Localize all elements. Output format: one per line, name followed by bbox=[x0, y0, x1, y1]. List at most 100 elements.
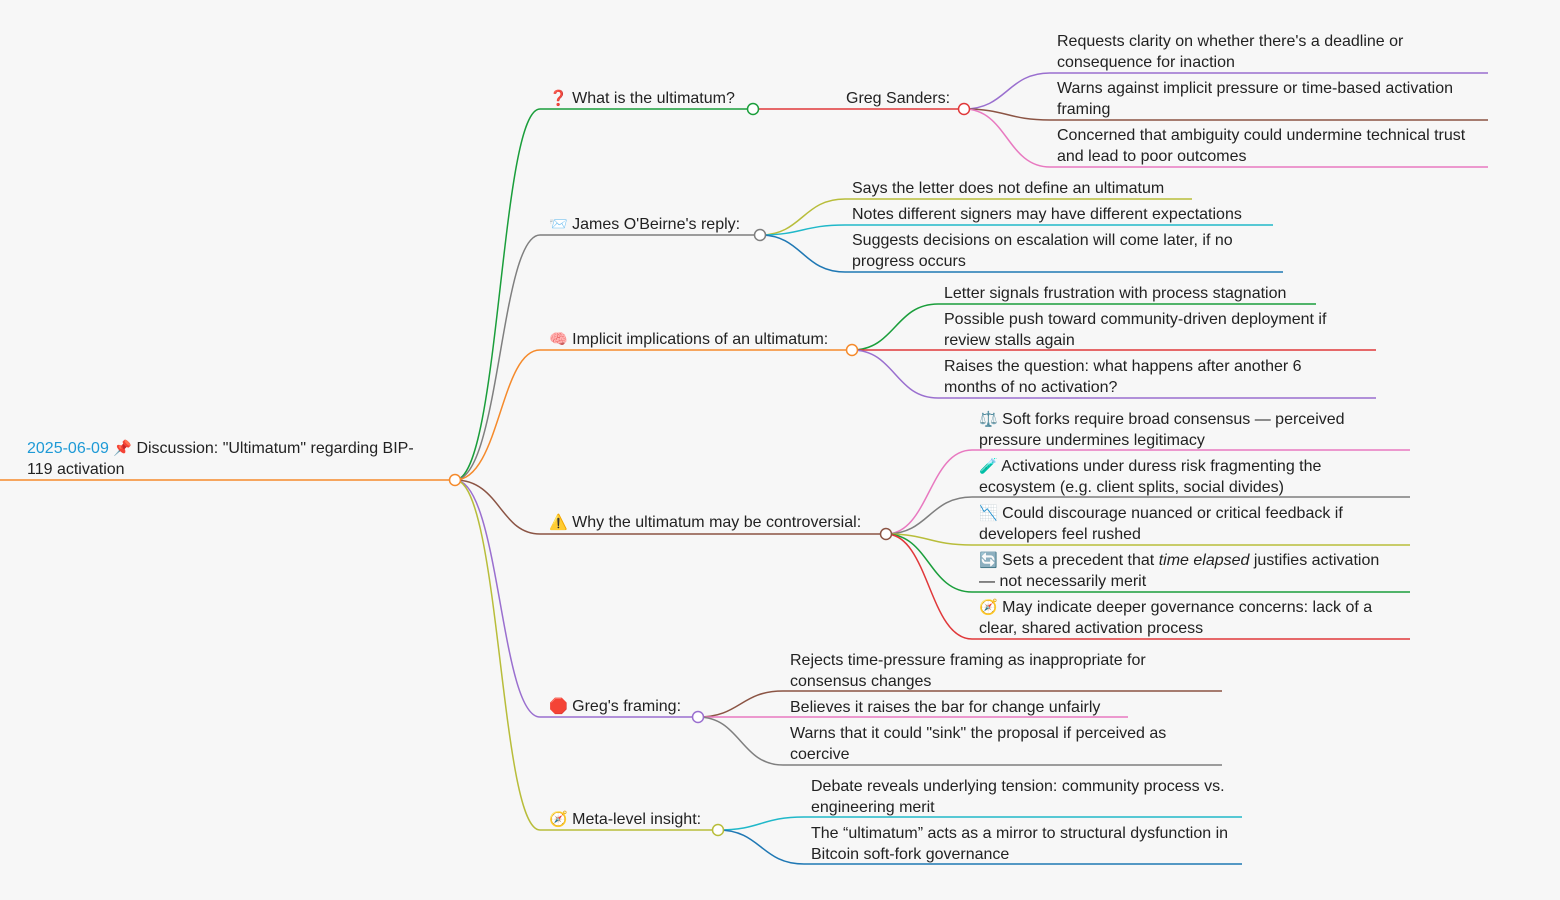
branch-why-controversial[interactable]: ⚠️ Why the ultimatum may be controversia… bbox=[549, 512, 861, 533]
leaf-link-controversial-4 bbox=[885, 533, 1410, 593]
leaf-link-controversial-5 bbox=[885, 533, 1410, 640]
test-tube-icon: 🧪 bbox=[979, 457, 998, 475]
branch-link-framing bbox=[454, 479, 698, 718]
leaf-james-2[interactable]: Notes different signers may have differe… bbox=[852, 204, 1272, 225]
sub-label: Greg Sanders: bbox=[846, 90, 951, 107]
leaf-text: Could discourage nuanced or critical fee… bbox=[979, 505, 1343, 543]
leaf-text: Concerned that ambiguity could undermine… bbox=[1057, 127, 1466, 165]
branch-label: Implicit implications of an ultimatum: bbox=[572, 331, 829, 348]
branch-label: Greg's framing: bbox=[572, 698, 682, 715]
leaf-text: Possible push toward community-driven de… bbox=[944, 311, 1327, 349]
leaf-meta-1[interactable]: Debate reveals underlying tension: commu… bbox=[811, 776, 1231, 818]
leaf-text-before: Sets a precedent that bbox=[1002, 552, 1159, 569]
leaf-link-greg-3 bbox=[963, 108, 1488, 168]
branch-toggle-what-is[interactable] bbox=[746, 102, 760, 116]
branch-link-controversial bbox=[454, 479, 886, 535]
leaf-text: Letter signals frustration with process … bbox=[944, 285, 1287, 302]
leaf-meta-2[interactable]: The “ultimatum” acts as a mirror to stru… bbox=[811, 823, 1236, 865]
compass-icon: 🧭 bbox=[979, 598, 998, 616]
sub-greg-sanders[interactable]: Greg Sanders: bbox=[846, 88, 950, 109]
root-toggle[interactable] bbox=[448, 473, 462, 487]
leaf-link-meta-2 bbox=[717, 829, 1242, 865]
leaf-text: Warns against implicit pressure or time-… bbox=[1057, 80, 1454, 118]
leaf-james-1[interactable]: Says the letter does not define an ultim… bbox=[852, 178, 1272, 199]
scales-icon: ⚖️ bbox=[979, 410, 998, 428]
leaf-text: Requests clarity on whether there's a de… bbox=[1057, 33, 1404, 71]
leaf-link-james-3 bbox=[759, 234, 1283, 273]
branch-james-reply[interactable]: 📨 James O'Beirne's reply: bbox=[549, 214, 740, 235]
leaf-link-controversial-2 bbox=[885, 496, 1410, 535]
leaf-link-greg-2 bbox=[963, 108, 1488, 121]
stop-sign-icon: 🛑 bbox=[549, 697, 568, 715]
leaf-link-james-1 bbox=[759, 198, 1192, 236]
leaf-implicit-3[interactable]: Raises the question: what happens after … bbox=[944, 356, 1344, 398]
branch-toggle-meta[interactable] bbox=[711, 823, 725, 837]
leaf-text-emphasis: time elapsed bbox=[1158, 552, 1250, 569]
leaf-text: Says the letter does not define an ultim… bbox=[852, 180, 1165, 197]
leaf-text: Notes different signers may have differe… bbox=[852, 206, 1242, 223]
branch-toggle-james[interactable] bbox=[753, 228, 767, 242]
leaf-framing-3[interactable]: Warns that it could "sink" the proposal … bbox=[790, 723, 1200, 765]
branch-implicit-implications[interactable]: 🧠 Implicit implications of an ultimatum: bbox=[549, 329, 828, 350]
leaf-james-3[interactable]: Suggests decisions on escalation will co… bbox=[852, 230, 1267, 272]
leaf-link-controversial-1 bbox=[885, 449, 1410, 535]
leaf-link-controversial-3 bbox=[885, 533, 1410, 546]
pin-icon: 📌 bbox=[113, 439, 132, 457]
branch-greg-framing[interactable]: 🛑 Greg's framing: bbox=[549, 696, 681, 717]
compass-icon: 🧭 bbox=[549, 810, 568, 828]
brain-icon: 🧠 bbox=[549, 330, 568, 348]
leaf-text: The “ultimatum” acts as a mirror to stru… bbox=[811, 825, 1229, 863]
leaf-controversial-1[interactable]: ⚖️ Soft forks require broad consensus — … bbox=[979, 409, 1399, 451]
branch-what-is-ultimatum[interactable]: ❓ What is the ultimatum? bbox=[549, 88, 735, 109]
leaf-controversial-4[interactable]: 🔄 Sets a precedent that time elapsed jus… bbox=[979, 550, 1399, 592]
root-label-line2: 119 activation bbox=[27, 461, 125, 478]
leaf-text: Warns that it could "sink" the proposal … bbox=[790, 725, 1167, 763]
leaf-link-framing-3 bbox=[697, 716, 1222, 766]
branch-link-what-is bbox=[454, 108, 753, 481]
leaf-text: Soft forks require broad consensus — per… bbox=[979, 411, 1345, 449]
leaf-greg-1[interactable]: Requests clarity on whether there's a de… bbox=[1057, 31, 1477, 73]
root-date: 2025-06-09 bbox=[27, 440, 109, 457]
branch-label: Why the ultimatum may be controversial: bbox=[572, 514, 862, 531]
envelope-icon: 📨 bbox=[549, 215, 568, 233]
leaf-framing-2[interactable]: Believes it raises the bar for change un… bbox=[790, 697, 1210, 718]
leaf-text: Activations under duress risk fragmentin… bbox=[979, 458, 1322, 496]
branch-label: Meta-level insight: bbox=[572, 811, 702, 828]
chart-down-icon: 📉 bbox=[979, 504, 998, 522]
leaf-implicit-1[interactable]: Letter signals frustration with process … bbox=[944, 283, 1364, 304]
branch-link-james bbox=[454, 234, 760, 481]
branch-label: James O'Beirne's reply: bbox=[572, 216, 741, 233]
branch-toggle-controversial[interactable] bbox=[879, 527, 893, 541]
leaf-controversial-5[interactable]: 🧭 May indicate deeper governance concern… bbox=[979, 597, 1404, 639]
warning-icon: ⚠️ bbox=[549, 513, 568, 531]
branch-link-meta bbox=[454, 479, 718, 831]
branch-label: What is the ultimatum? bbox=[572, 90, 735, 107]
leaf-text: Raises the question: what happens after … bbox=[944, 358, 1302, 396]
question-icon: ❓ bbox=[549, 89, 568, 107]
leaf-link-implicit-3 bbox=[851, 349, 1376, 399]
branch-meta-insight[interactable]: 🧭 Meta-level insight: bbox=[549, 809, 701, 830]
leaf-text: Suggests decisions on escalation will co… bbox=[852, 232, 1233, 270]
leaf-greg-3[interactable]: Concerned that ambiguity could undermine… bbox=[1057, 125, 1477, 167]
branch-link-implicit bbox=[454, 349, 852, 481]
leaf-link-framing-1 bbox=[697, 690, 1222, 718]
leaf-text: Debate reveals underlying tension: commu… bbox=[811, 778, 1225, 816]
refresh-icon: 🔄 bbox=[979, 551, 998, 569]
root-node[interactable]: 2025-06-09 📌 Discussion: "Ultimatum" reg… bbox=[27, 438, 447, 480]
leaf-controversial-3[interactable]: 📉 Could discourage nuanced or critical f… bbox=[979, 503, 1399, 545]
root-label-line1: Discussion: "Ultimatum" regarding BIP- bbox=[136, 440, 414, 457]
leaf-controversial-2[interactable]: 🧪 Activations under duress risk fragment… bbox=[979, 456, 1399, 498]
leaf-link-meta-1 bbox=[717, 816, 1242, 831]
leaf-text: May indicate deeper governance concerns:… bbox=[979, 599, 1373, 637]
leaf-framing-1[interactable]: Rejects time-pressure framing as inappro… bbox=[790, 650, 1210, 692]
sub-toggle-greg-sanders[interactable] bbox=[957, 102, 971, 116]
leaf-text: Believes it raises the bar for change un… bbox=[790, 699, 1101, 716]
leaf-greg-2[interactable]: Warns against implicit pressure or time-… bbox=[1057, 78, 1482, 120]
leaf-implicit-2[interactable]: Possible push toward community-driven de… bbox=[944, 309, 1364, 351]
leaf-link-implicit-1 bbox=[851, 303, 1316, 351]
leaf-text: Rejects time-pressure framing as inappro… bbox=[790, 652, 1146, 690]
branch-toggle-framing[interactable] bbox=[691, 710, 705, 724]
leaf-text-after: justifies activation — not necessarily m… bbox=[979, 552, 1380, 590]
branch-toggle-implicit[interactable] bbox=[845, 343, 859, 357]
